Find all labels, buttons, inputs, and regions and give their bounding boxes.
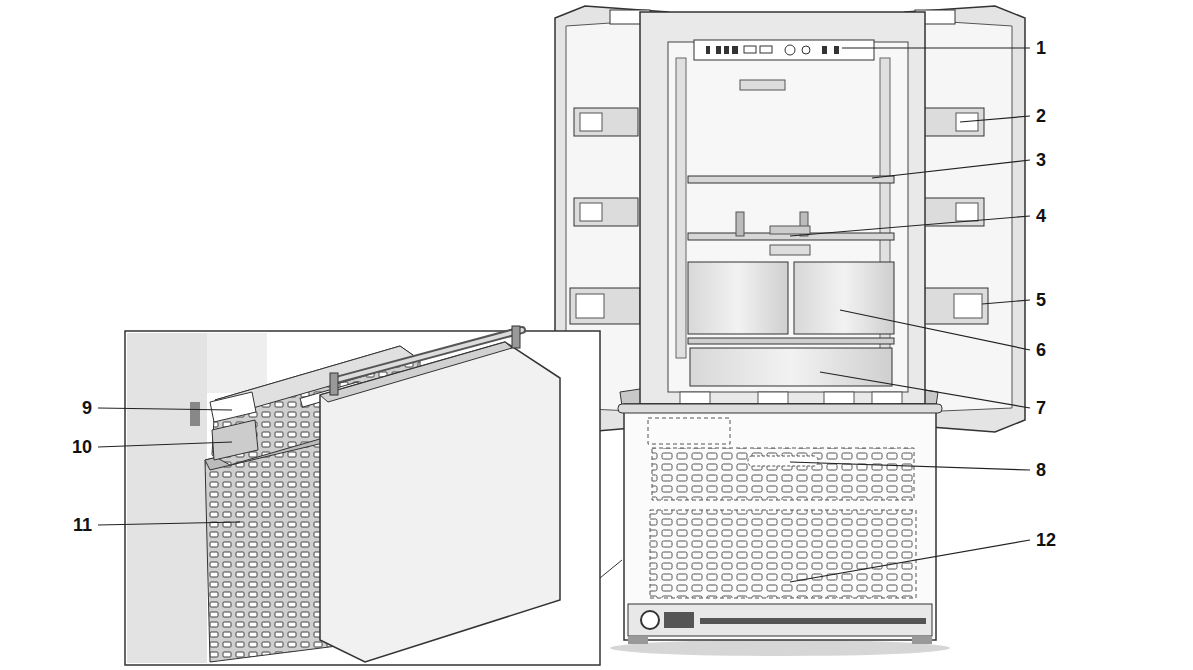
fresh-food-cabinet bbox=[640, 12, 925, 404]
callout-number: 4 bbox=[1036, 205, 1046, 227]
callout-number: 11 bbox=[73, 514, 92, 536]
callout-number: 2 bbox=[1036, 105, 1046, 127]
callout-number: 12 bbox=[1036, 529, 1056, 551]
floor-shadow bbox=[610, 640, 950, 656]
freezer-inset bbox=[125, 326, 600, 665]
callout-number: 1 bbox=[1036, 37, 1046, 59]
callout-number: 7 bbox=[1036, 397, 1046, 419]
callout-number: 8 bbox=[1036, 459, 1046, 481]
callout-number: 9 bbox=[82, 397, 92, 419]
inset-pointer bbox=[600, 560, 622, 578]
callout-number: 5 bbox=[1036, 289, 1046, 311]
freezer-drawer bbox=[618, 404, 942, 644]
callout-number: 10 bbox=[72, 436, 92, 458]
leader-lines bbox=[98, 48, 1030, 582]
callout-number: 6 bbox=[1036, 339, 1046, 361]
callout-number: 3 bbox=[1036, 149, 1046, 171]
